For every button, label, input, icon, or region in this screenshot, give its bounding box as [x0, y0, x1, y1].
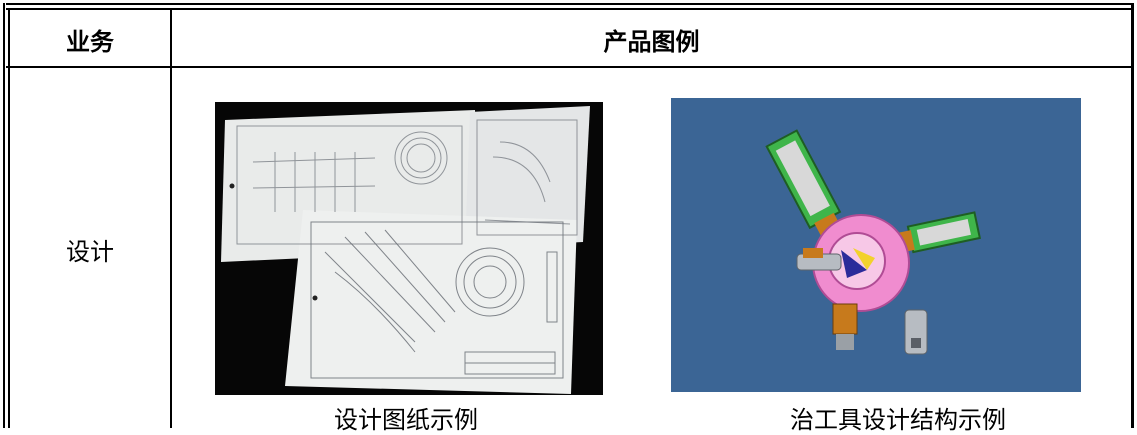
- drawings-illustration: [215, 102, 603, 395]
- header-divider: [6, 66, 1133, 68]
- table-border-right: [1131, 3, 1134, 428]
- table-border-left-inner: [8, 8, 10, 428]
- column-divider: [170, 8, 172, 428]
- header-product-example: 产品图例: [603, 28, 700, 56]
- drawings-caption: 设计图纸示例: [334, 406, 478, 434]
- cad-illustration: [671, 98, 1081, 392]
- cad-caption: 治工具设计结构示例: [790, 406, 1006, 434]
- header-business: 业务: [66, 28, 114, 56]
- business-label: 设计: [66, 238, 114, 266]
- table-border-left-outer: [3, 3, 5, 428]
- engineering-drawings-photo: [215, 102, 603, 395]
- fixture-cad-model-render: [671, 98, 1081, 392]
- table-border-top-inner: [6, 8, 1133, 10]
- table-border-top: [6, 3, 1133, 5]
